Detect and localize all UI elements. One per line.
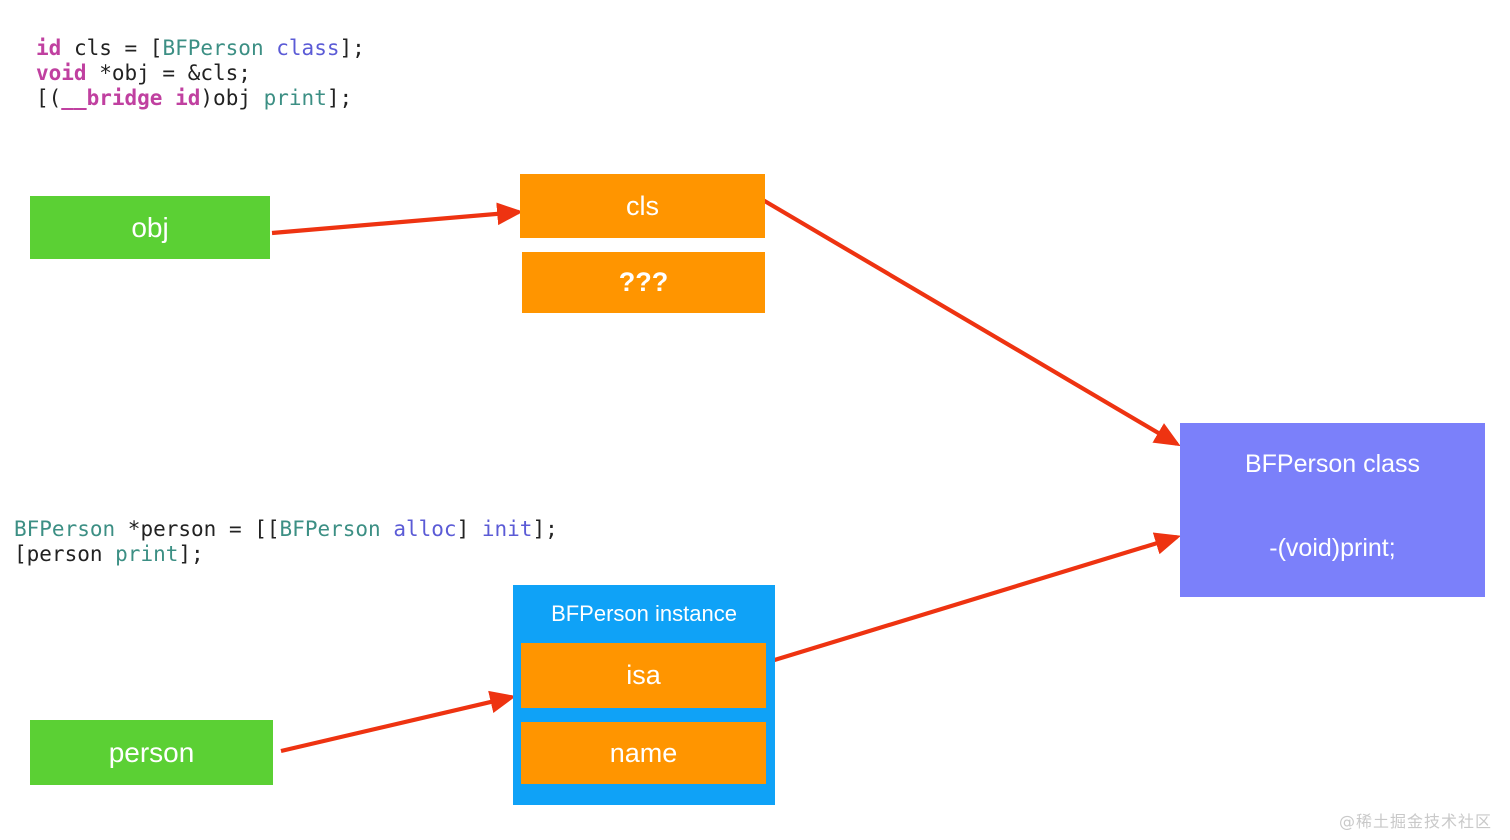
instance-container[interactable]: BFPerson instance isa name (513, 585, 775, 805)
code-token: void (36, 61, 87, 85)
watermark: @稀土掘金技术社区 (1338, 812, 1492, 831)
arrow-person-to-isa (280, 690, 517, 754)
code-token (381, 517, 394, 541)
code-line: void *obj = &cls; (36, 61, 365, 86)
code-line: [(__bridge id)obj print]; (36, 86, 365, 111)
code-token: init (481, 517, 533, 541)
code-token: BFPerson (162, 36, 264, 60)
class-object-box[interactable]: BFPerson class -(void)print; (1180, 423, 1485, 597)
code-token: *obj = &cls; (86, 61, 251, 85)
code-token: cls = [ (61, 36, 163, 60)
code-line: id cls = [BFPerson class]; (36, 36, 365, 61)
code-block-top: id cls = [BFPerson class];void *obj = &c… (36, 36, 365, 111)
variable-box-obj[interactable]: obj (30, 196, 270, 259)
code-token: BFPerson (279, 517, 381, 541)
code-line: BFPerson *person = [[BFPerson alloc] ini… (14, 517, 558, 542)
code-token: id (36, 36, 62, 60)
code-token: ]; (326, 86, 353, 110)
code-token: )obj (200, 86, 264, 110)
code-token: id (175, 86, 201, 110)
code-token (162, 86, 175, 110)
code-token: [person (14, 542, 116, 566)
code-token: print (263, 86, 327, 110)
class-method-signature: -(void)print; (1269, 534, 1396, 562)
instance-title: BFPerson instance (551, 601, 737, 626)
code-token: __bridge (61, 86, 163, 110)
code-token: [( (36, 86, 62, 110)
code-token: ] (456, 517, 482, 541)
memory-slot-unknown[interactable]: ??? (522, 252, 765, 313)
class-object-title: BFPerson class (1244, 450, 1421, 478)
code-token: ]; (339, 36, 365, 60)
code-line: [person print]; (14, 542, 558, 567)
variable-box-person[interactable]: person (30, 720, 273, 785)
instance-field-name[interactable]: name (521, 722, 766, 784)
arrow-isa-to-class (754, 532, 1182, 669)
code-token: class (276, 36, 340, 60)
arrow-obj-to-cls (271, 202, 524, 236)
instance-field-isa[interactable]: isa (521, 643, 766, 708)
arrow-cls-to-class (761, 198, 1181, 447)
code-token: print (115, 542, 179, 566)
code-token (264, 36, 277, 60)
code-block-middle: BFPerson *person = [[BFPerson alloc] ini… (14, 517, 558, 567)
code-token: alloc (393, 517, 457, 541)
code-token: ]; (178, 542, 204, 566)
code-token: *person = [[ (115, 517, 280, 541)
memory-slot-cls[interactable]: cls (520, 174, 765, 238)
code-token: BFPerson (14, 517, 116, 541)
code-token: ]; (532, 517, 558, 541)
